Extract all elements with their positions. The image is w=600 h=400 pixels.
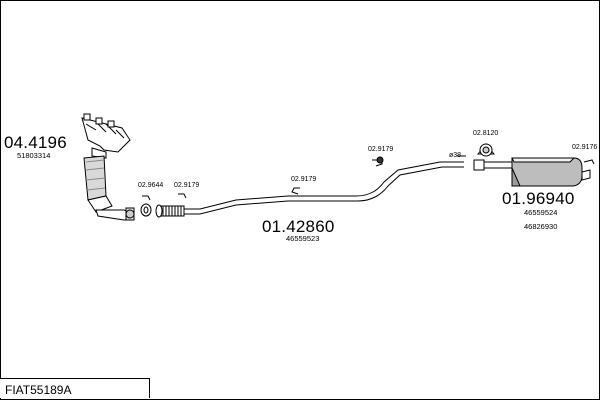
rubber-mount-drawing — [476, 143, 496, 157]
clamp-diameter-code: ø38 — [449, 152, 462, 159]
middle-pipe-code: 01.42860 — [262, 217, 335, 236]
middle-pipe-drawing — [184, 161, 464, 215]
front-pipe-drawing — [95, 207, 135, 221]
manifold-part-code: 04.4196 — [4, 133, 67, 152]
middle-pipe-ref: 46559523 — [286, 234, 320, 243]
gasket-drawing — [140, 203, 152, 217]
clamp-front-code: 02.9179 — [174, 182, 200, 189]
rubber-mount-code: 02.8120 — [473, 130, 499, 137]
silencer-ref-2: 46826930 — [524, 222, 558, 231]
hanger-tail-code: 02.9176 — [572, 144, 598, 151]
silencer-drawing — [511, 157, 595, 187]
hanger-middle-code: 02.9179 — [291, 176, 317, 183]
hanger-rear-pipe-code: 02.9179 — [368, 146, 394, 153]
silencer-ref: 46559524 — [524, 208, 558, 217]
hanger-hooks-drawing — [142, 155, 466, 201]
clamp-drawing — [155, 204, 185, 218]
diagram-title: FIAT55189A — [0, 378, 150, 398]
gasket-front-code: 02.9644 — [138, 182, 164, 189]
rear-pipe-drawing — [473, 159, 513, 171]
manifold-part-ref: 51803314 — [17, 151, 51, 160]
manifold-catalyst-drawing — [81, 113, 131, 213]
silencer-code: 01.96940 — [502, 189, 575, 208]
